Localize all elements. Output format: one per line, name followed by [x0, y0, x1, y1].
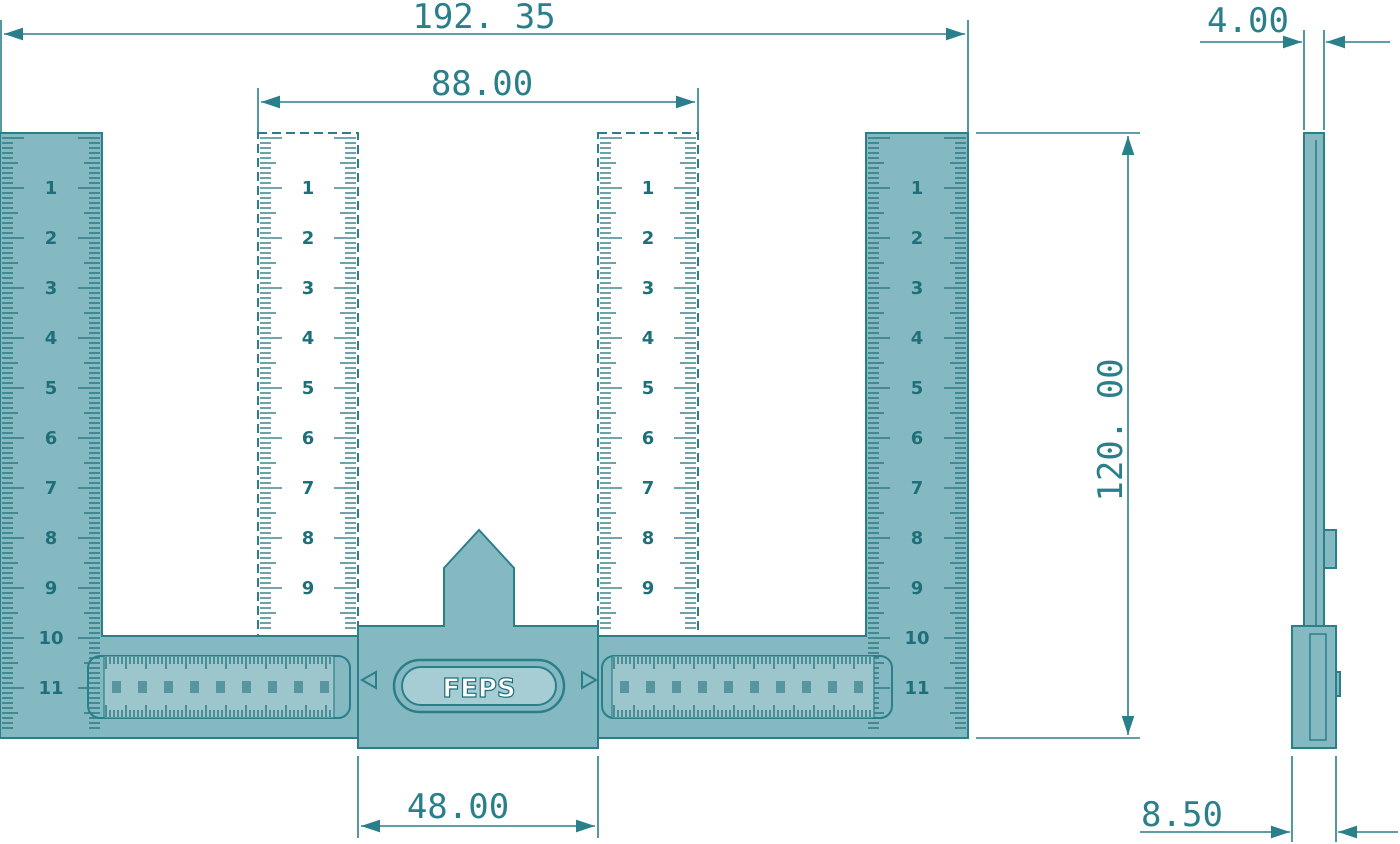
scale-number: 5 — [45, 378, 58, 399]
dimension-thickness: 4.00 — [1200, 1, 1390, 130]
scale-glyph — [698, 681, 707, 693]
scale-number: 1 — [911, 178, 924, 199]
scale-number: 4 — [45, 328, 58, 349]
center-slider: FEPS — [357, 528, 599, 749]
scale-glyph — [216, 681, 225, 693]
scale-glyph — [724, 681, 733, 693]
scale-number: 9 — [911, 578, 924, 599]
scale-number: 9 — [302, 578, 315, 599]
scale-number: 3 — [911, 278, 924, 299]
scale-number: 3 — [302, 278, 315, 299]
scale-number: 8 — [45, 528, 58, 549]
scale-glyph — [268, 681, 277, 693]
height-label: 120. 00 — [1091, 358, 1131, 501]
scale-number: 11 — [38, 678, 63, 699]
dimension-side-depth: 8.50 — [1140, 756, 1398, 842]
dimension-height: 120. 00 — [976, 132, 1140, 739]
scale-number: 1 — [302, 178, 315, 199]
scale-number: 10 — [904, 628, 929, 649]
scale-number: 9 — [642, 578, 655, 599]
scale-glyph — [138, 681, 147, 693]
brand-label: FEPS — [442, 674, 515, 704]
scale-number: 10 — [38, 628, 63, 649]
ghost-ruler-right: 1 2 3 4 5 6 7 8 9 — [597, 132, 699, 639]
scale-number: 2 — [302, 228, 315, 249]
scale-number: 5 — [911, 378, 924, 399]
scale-number: 2 — [45, 228, 58, 249]
scale-number: 8 — [911, 528, 924, 549]
scale-number: 6 — [911, 428, 924, 449]
scale-number: 9 — [45, 578, 58, 599]
scale-number: 5 — [302, 378, 315, 399]
scale-number: 7 — [45, 478, 58, 499]
scale-glyph — [294, 681, 303, 693]
scale-glyph — [646, 681, 655, 693]
horizontal-scale-right — [601, 655, 893, 719]
scale-glyph — [242, 681, 251, 693]
thickness-label: 4.00 — [1207, 1, 1289, 41]
scale-number: 3 — [45, 278, 58, 299]
dimension-inner-width: 88.00 — [257, 64, 699, 133]
scale-glyph — [112, 681, 121, 693]
scale-number: 11 — [904, 678, 929, 699]
ghost-ruler-left: 1 2 3 4 5 6 7 8 9 — [257, 132, 359, 639]
right-triangle-icon — [581, 670, 599, 690]
scale-number: 8 — [302, 528, 315, 549]
scale-number: 4 — [642, 328, 655, 349]
scale-number: 2 — [642, 228, 655, 249]
scale-number: 7 — [911, 478, 924, 499]
scale-number: 4 — [302, 328, 315, 349]
inner-width-label: 88.00 — [431, 64, 533, 104]
scale-number: 7 — [642, 478, 655, 499]
scale-number: 3 — [642, 278, 655, 299]
horizontal-scale-left — [87, 655, 351, 719]
scale-number: 1 — [45, 178, 58, 199]
scale-number: 7 — [302, 478, 315, 499]
overall-width-label: 192. 35 — [412, 0, 555, 37]
scale-glyph — [672, 681, 681, 693]
scale-number: 6 — [45, 428, 58, 449]
scale-glyph — [854, 681, 863, 693]
scale-number: 2 — [911, 228, 924, 249]
dimension-slider-width: 48.00 — [357, 756, 599, 838]
side-depth-label: 8.50 — [1141, 795, 1223, 835]
scale-glyph — [802, 681, 811, 693]
scale-glyph — [620, 681, 629, 693]
scale-glyph — [164, 681, 173, 693]
scale-number: 8 — [642, 528, 655, 549]
scale-number: 4 — [911, 328, 924, 349]
scale-number: 6 — [642, 428, 655, 449]
scale-glyph — [190, 681, 199, 693]
scale-number: 5 — [642, 378, 655, 399]
scale-number: 6 — [302, 428, 315, 449]
slider-width-label: 48.00 — [407, 787, 509, 827]
scale-number: 1 — [642, 178, 655, 199]
dimension-overall-width: 192. 35 — [0, 0, 969, 133]
scale-glyph — [776, 681, 785, 693]
side-view — [1291, 132, 1341, 749]
scale-glyph — [828, 681, 837, 693]
left-triangle-icon — [359, 670, 377, 690]
scale-glyph — [750, 681, 759, 693]
left-l-ruler: 1 2 3 4 5 6 7 8 9 10 11 — [0, 132, 359, 739]
scale-glyph — [320, 681, 329, 693]
